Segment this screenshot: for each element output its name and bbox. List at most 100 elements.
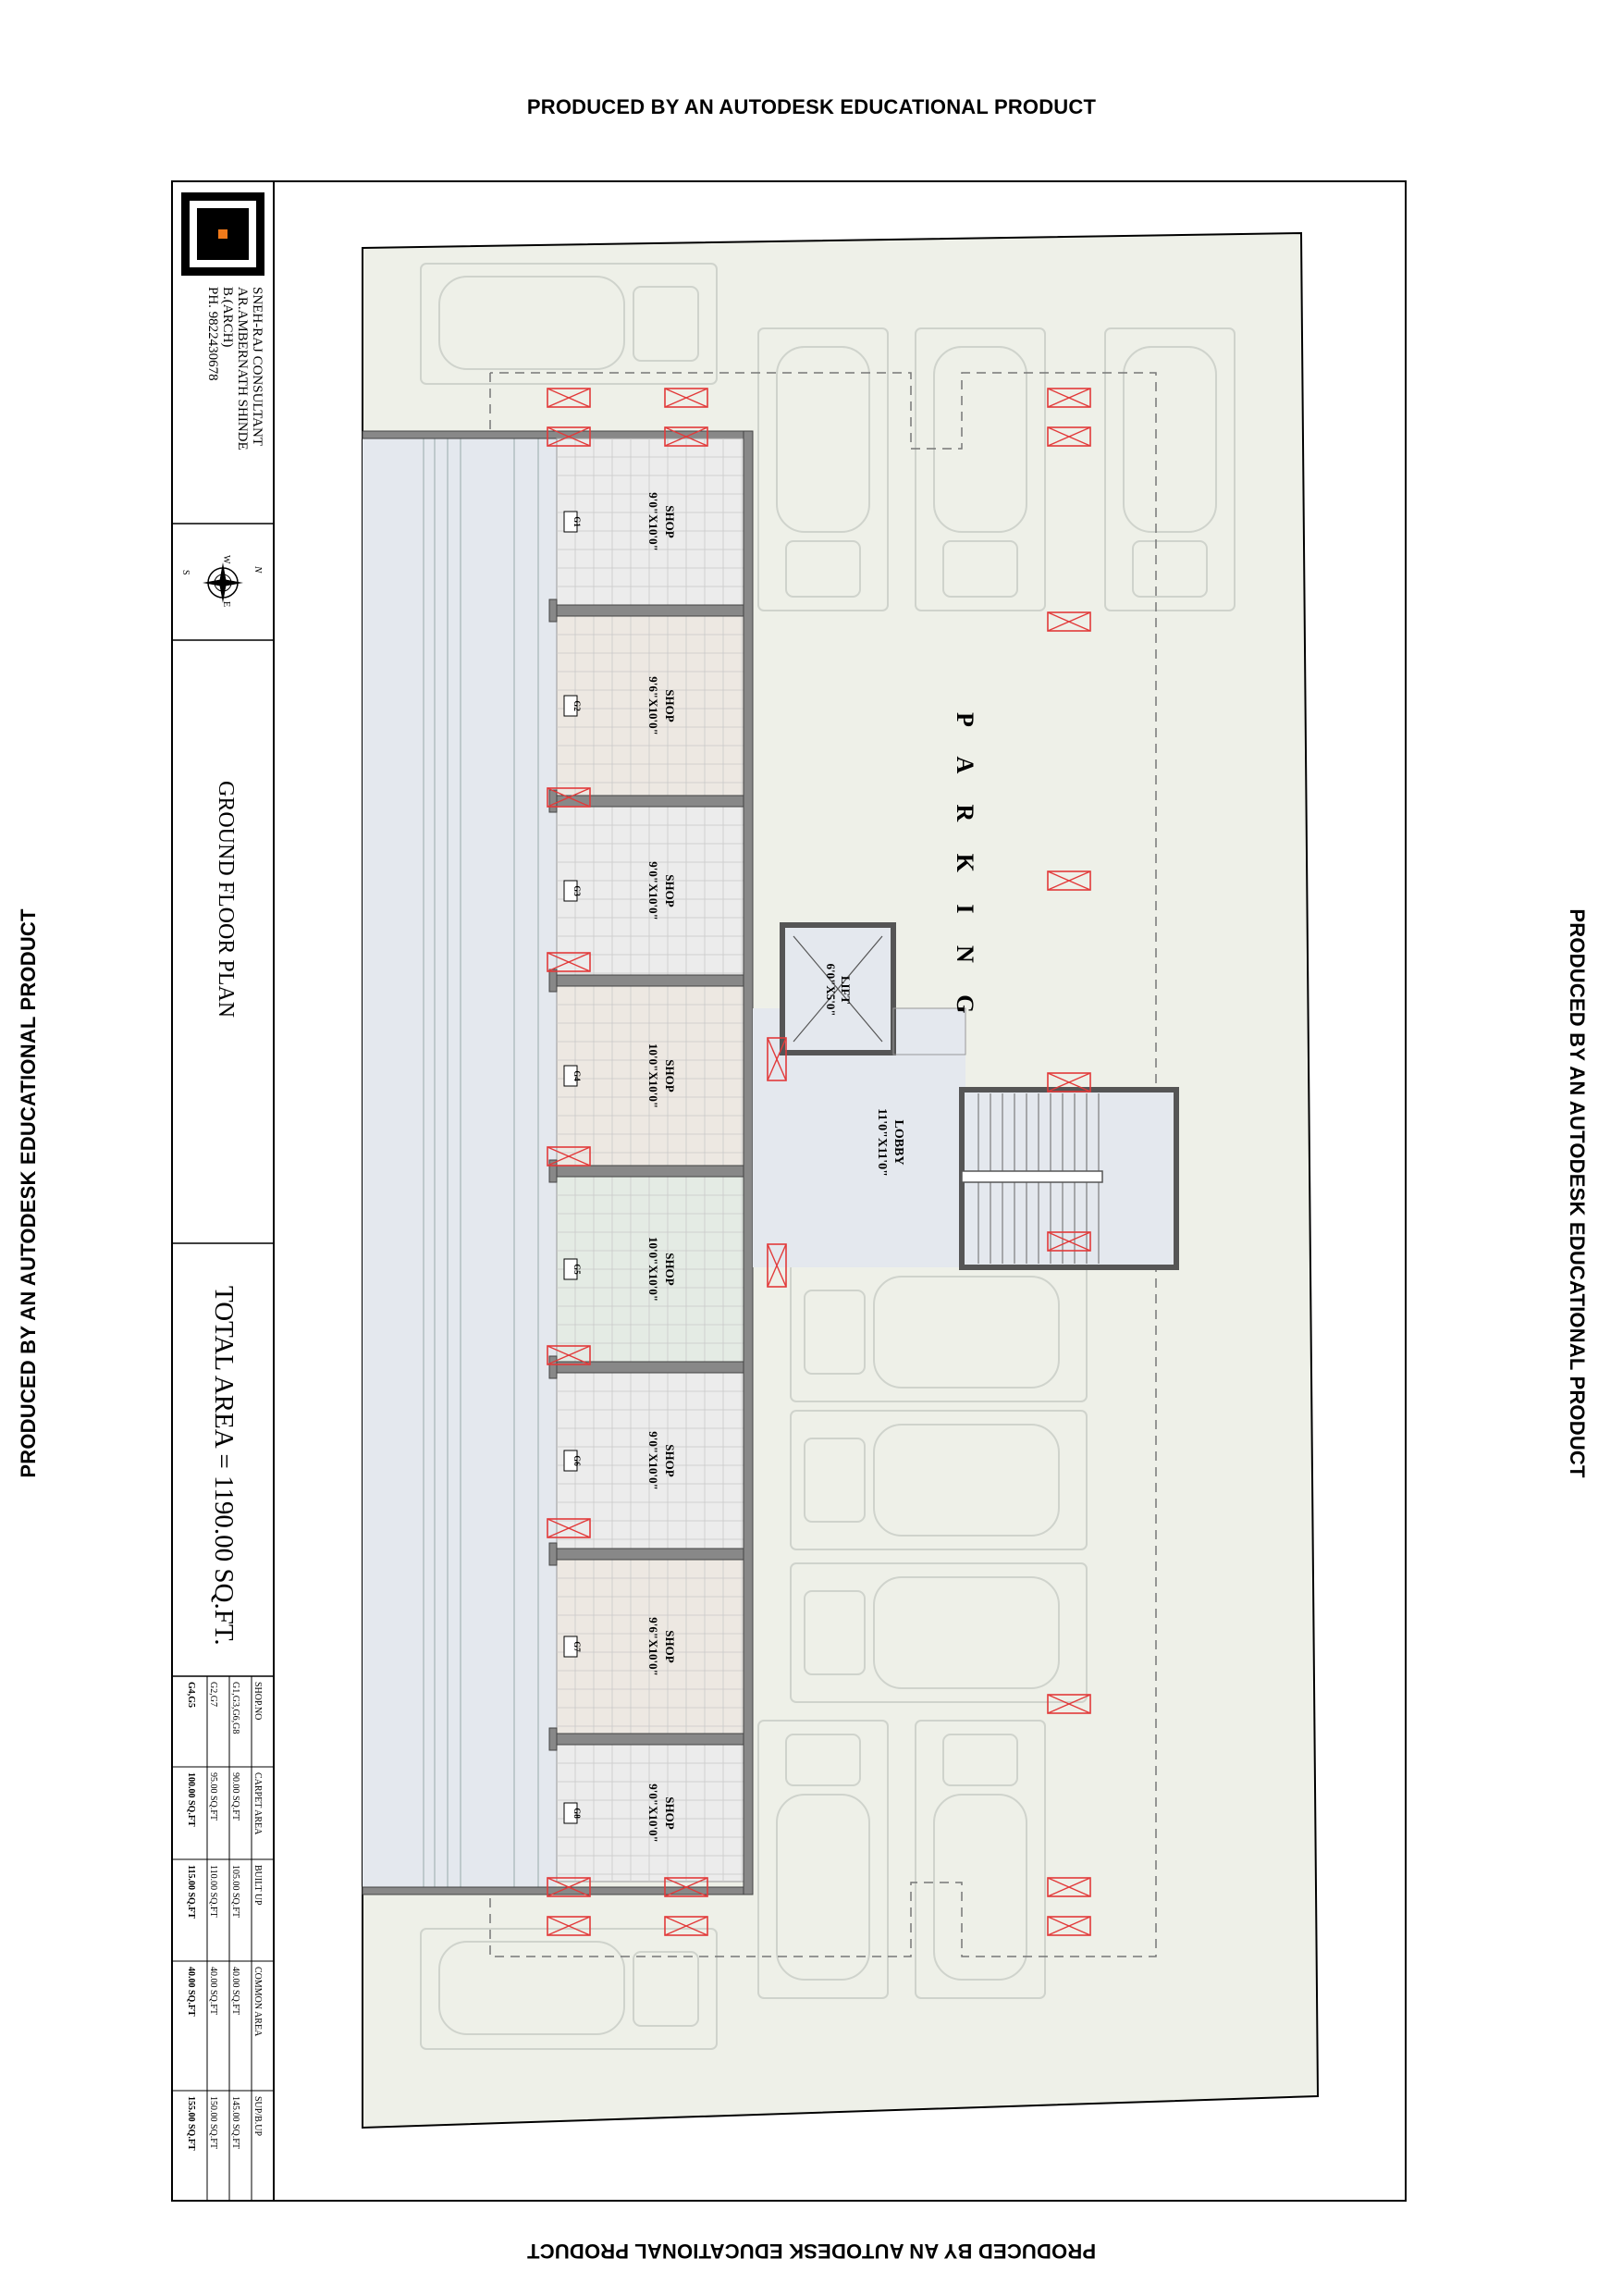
shop-size: 9'6"X10'0" xyxy=(646,676,660,735)
shop-name: SHOP xyxy=(663,1444,677,1476)
shop-g5 xyxy=(548,1159,744,1363)
shop-name: SHOP xyxy=(663,1059,677,1092)
column-marker xyxy=(547,952,591,972)
architect-phone: PH. 9822430678 xyxy=(205,287,220,381)
shop-g6 xyxy=(548,1355,744,1549)
area-table-cell: 110.00 SQ.FT xyxy=(208,1865,218,1918)
area-table-header: BUILT UP xyxy=(252,1865,263,1906)
firm-name: SNEH-RAJ CONSULTANT xyxy=(250,287,264,447)
lobby-label: LOBBY xyxy=(891,1119,905,1165)
lift-lobby-core xyxy=(753,922,1179,1270)
lift-label: LIFT xyxy=(839,976,853,1005)
area-table-cell: 40.00 SQ.FT xyxy=(208,1967,218,2015)
column-marker xyxy=(547,1518,591,1538)
area-table-cell: 90.00 SQ.FT xyxy=(230,1772,240,1821)
shop-name: SHOP xyxy=(663,1253,677,1285)
shop-size: 10'0"X10'0" xyxy=(646,1237,660,1302)
shop-name: SHOP xyxy=(663,689,677,722)
column-marker xyxy=(547,1146,591,1167)
shop-name: SHOP xyxy=(663,874,677,907)
area-table-header: SUP/B.UP xyxy=(252,2096,263,2137)
area-table-cell: 145.00 SQ.FT xyxy=(230,2096,240,2149)
column-marker xyxy=(547,787,591,808)
column-marker xyxy=(547,388,591,408)
area-table-header: COMMON AREA xyxy=(252,1967,263,2037)
shop-number: G1 xyxy=(572,516,582,527)
shop-g4 xyxy=(548,969,744,1167)
shop-number-tag: G4 xyxy=(563,1065,582,1087)
shop-name: SHOP xyxy=(663,505,677,537)
sheet-border xyxy=(171,180,1407,2202)
column-marker xyxy=(1047,388,1091,408)
column-marker xyxy=(664,388,708,408)
area-table-cell: 40.00 SQ.FT xyxy=(186,1967,196,2017)
parking-label: P A R K I N G xyxy=(952,712,978,1026)
shop-number: G8 xyxy=(572,1808,582,1819)
shop-g3 xyxy=(548,789,744,976)
drawing-title: GROUND FLOOR PLAN xyxy=(214,781,238,1018)
shop-size: 10'0"X10'0" xyxy=(646,1043,660,1108)
shop-g2 xyxy=(548,599,744,796)
area-table-grid xyxy=(172,1676,274,2201)
shop-size: 9'6"X10'0" xyxy=(646,1617,660,1676)
area-table-cell: 150.00 SQ.FT xyxy=(208,2096,218,2149)
shop-size: 9'0"X10'0" xyxy=(646,492,660,551)
staircase xyxy=(959,1087,1179,1270)
column-marker xyxy=(767,1037,787,1081)
area-table-cell: 105.00 SQ.FT xyxy=(230,1865,240,1918)
column-marker xyxy=(1047,1694,1091,1714)
front-passage xyxy=(362,430,752,1895)
shop-number: G3 xyxy=(572,885,582,896)
setback-line xyxy=(489,372,1157,1957)
shop-number: G5 xyxy=(572,1264,582,1275)
area-table-cell: 155.00 SQ.FT xyxy=(186,2096,196,2151)
column-marker xyxy=(1047,870,1091,891)
column-marker xyxy=(664,1916,708,1936)
shop-number: G2 xyxy=(572,700,582,711)
architect-name: AR.AMBERNATH SHINDE xyxy=(235,287,250,451)
compass-east-label: E xyxy=(221,601,231,608)
architect-qualification: B.(ARCH) xyxy=(220,287,235,348)
column-marker xyxy=(664,1877,708,1897)
firm-info: SNEH-RAJ CONSULTANT AR.AMBERNATH SHINDE … xyxy=(205,287,264,451)
column-marker xyxy=(547,1877,591,1897)
column-marker xyxy=(547,426,591,447)
area-table-cell: 40.00 SQ.FT xyxy=(230,1967,240,2015)
area-table-header: CARPET AREA xyxy=(252,1772,263,1835)
parking-cars xyxy=(420,263,1236,2050)
shop-number-tag: G3 xyxy=(563,880,582,902)
area-table-header: SHOP.NO xyxy=(252,1682,263,1721)
area-table-cell: G2,G7 xyxy=(208,1682,218,1707)
shop-number-tag: G5 xyxy=(563,1258,582,1280)
shop-number-tag: G7 xyxy=(563,1636,582,1658)
shop-number: G7 xyxy=(572,1641,582,1652)
shop-number: G4 xyxy=(572,1070,582,1081)
area-table-cell: 100.00 SQ.FT xyxy=(186,1772,196,1827)
firm-logo xyxy=(181,192,264,276)
column-marker xyxy=(1047,1231,1091,1252)
shop-number: G6 xyxy=(572,1455,582,1466)
shop-g1 xyxy=(556,438,744,606)
area-table-cell: 95.00 SQ.FT xyxy=(208,1772,218,1821)
shop-size: 9'0"X10'0" xyxy=(646,861,660,920)
total-area: TOTAL AREA = 1190.00 SQ.FT. xyxy=(209,1286,239,1646)
shop-g7 xyxy=(548,1542,744,1734)
column-marker xyxy=(547,1345,591,1365)
area-table-cell: G4,G5 xyxy=(186,1682,196,1709)
column-marker xyxy=(664,426,708,447)
column-markers xyxy=(547,388,1091,1936)
column-marker xyxy=(767,1243,787,1288)
compass-icon xyxy=(203,562,243,603)
shop-number-tag: G6 xyxy=(563,1450,582,1472)
shop-number-tag: G2 xyxy=(563,695,582,717)
shop-name: SHOP xyxy=(663,1796,677,1829)
column-marker xyxy=(1047,1916,1091,1936)
shops-rear-wall xyxy=(743,430,754,1895)
area-table-cell: 115.00 SQ.FT xyxy=(186,1865,196,1920)
column-marker xyxy=(1047,1072,1091,1092)
shop-g8 xyxy=(548,1727,744,1882)
shop-number-tag: G1 xyxy=(563,511,582,533)
shop-name: SHOP xyxy=(663,1630,677,1662)
area-table-cell: G1,G3,G6,G8 xyxy=(230,1682,240,1734)
